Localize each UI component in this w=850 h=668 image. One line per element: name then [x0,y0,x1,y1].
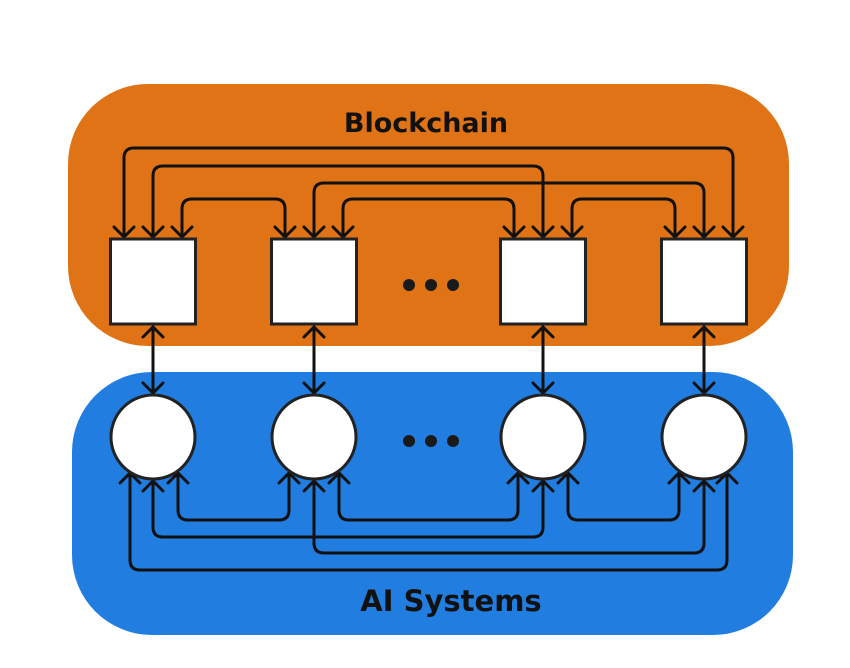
ai-edge-a2-a4-arrow-start [302,478,326,493]
ai-edge-a3-a4-arrow-start [556,470,580,485]
blockchain-ellipsis-dot-1 [403,279,415,291]
ai-edge-a1-a3-arrow-start [141,478,165,493]
ai-edge-a1-a3 [151,479,545,539]
blockchain-edge-b2-b3-arrow-end [502,225,526,240]
blockchain-edge-b1-b4 [122,146,735,239]
ai-edge-a1-a2 [176,471,291,522]
blockchain-edge-b3-b4-arrow-end [663,225,687,240]
blockchain-edge-b1-b2-arrow-start [170,225,194,240]
blockchain-node-b1 [109,237,197,326]
blockchain-ellipsis [403,279,459,291]
cross-edge-b2-a2-arrow-down [302,381,326,396]
ai-edge-a3-a4-arrow-end [667,470,691,485]
blockchain-edge-b1-b3-arrow-start [141,225,165,240]
blockchain-ellipsis-dot-2 [425,279,437,291]
blockchain-edge-b2-b4 [312,181,706,239]
nodes-layer [109,237,748,481]
ai-edge-a2-a3-arrow-end [506,470,530,485]
blockchain-edge-b2-b4-arrow-start [302,225,326,240]
blockchain-edge-b2-b3 [341,197,516,239]
blockchain-node-b4 [660,237,748,326]
ai-edge-a1-a4 [128,471,729,572]
blockchain-edge-b2-b4-arrow-end [692,225,716,240]
ai-edge-a1-a2-arrow-end [277,470,301,485]
cross-edge-b3-a3-arrow-down [531,381,555,396]
blockchain-edge-b2-b3-arrow-start [331,225,355,240]
ai-node-a4 [660,393,748,481]
ai-edge-a2-a3 [337,471,520,522]
blockchain-edge-b1-b3 [151,164,545,239]
blockchain-edge-b1-b2-arrow-end [273,225,297,240]
ai-edge-a2-a3-arrow-start [327,470,351,485]
ai-edge-a2-a4 [312,479,706,555]
blockchain-ellipsis-dot-3 [447,279,459,291]
ellipsis-layer [403,279,459,447]
cross-edge-b4-a4-arrow-up [692,324,716,339]
blockchain-edge-b1-b4-arrow-start [112,225,136,240]
ai-edge-a2-a4-arrow-end [692,478,716,493]
blockchain-edge-b1-b2 [180,197,287,239]
ai-ellipsis-dot-3 [447,435,459,447]
cross-edge-b4-a4-arrow-down [692,381,716,396]
ai-node-a3 [499,393,587,481]
blockchain-label: Blockchain [344,108,508,139]
ai-ellipsis-dot-1 [403,435,415,447]
ai-node-a1 [109,393,197,481]
cross-edge-b1-a1-arrow-down [141,381,165,396]
blockchain-edge-b3-b4 [570,197,677,239]
blockchain-edge-b1-b3-arrow-end [531,225,555,240]
ai-edge-a3-a4 [566,471,681,522]
ai-ellipsis-dot-2 [425,435,437,447]
ai-edge-a1-a3-arrow-end [531,478,555,493]
ai-systems-label: AI Systems [360,584,541,618]
cross-edge-b2-a2-arrow-up [302,324,326,339]
blockchain-edge-b1-b4-arrow-end [721,225,745,240]
cross-edge-b3-a3-arrow-up [531,324,555,339]
cross-edge-b1-a1-arrow-up [141,324,165,339]
ai-node-a2 [270,393,358,481]
blockchain-node-b3 [499,237,587,326]
blockchain-node-b2 [270,237,358,326]
ai-ellipsis [403,435,459,447]
edges-layer [112,146,745,572]
ai-edge-a1-a2-arrow-start [166,470,190,485]
blockchain-edge-b3-b4-arrow-start [560,225,584,240]
